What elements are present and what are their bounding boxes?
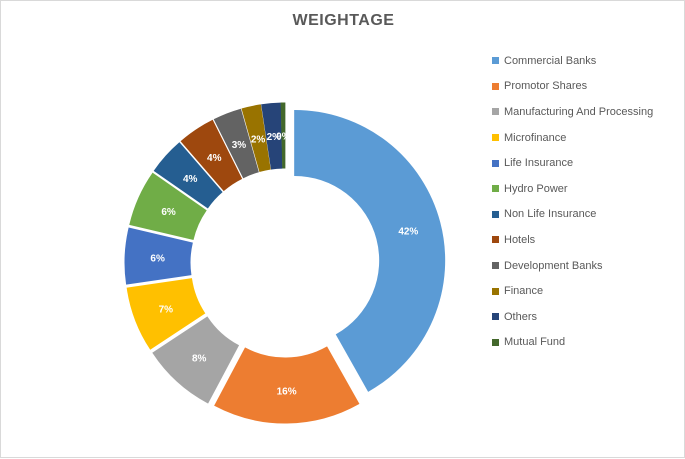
legend-label: Commercial Banks: [504, 54, 597, 67]
legend-label: Life Insurance: [504, 157, 574, 170]
slice-label-manufacturing-and-processing: 8%: [192, 353, 207, 364]
slice-finance: [241, 104, 271, 173]
legend-label: Mutual Fund: [504, 336, 566, 349]
legend-swatch: [492, 338, 499, 346]
legend-item-mutual-fund: Mutual Fund: [492, 330, 653, 356]
legend-item-manufacturing-and-processing: Manufacturing And Processing: [492, 99, 653, 125]
slice-life-insurance: [124, 227, 193, 285]
slice-label-others: 2%: [267, 132, 282, 143]
slice-label-life-insurance: 6%: [150, 253, 165, 264]
legend-swatch: [492, 82, 499, 90]
legend-item-hydro-power: Hydro Power: [492, 176, 653, 202]
slice-hydro-power: [129, 172, 207, 241]
legend-item-promotor-shares: Promotor Shares: [492, 74, 653, 100]
legend-label: Promotor Shares: [504, 80, 588, 93]
legend-label: Non Life Insurance: [504, 208, 597, 221]
legend-swatch: [492, 236, 499, 244]
legend-swatch: [492, 134, 499, 142]
slice-label-commercial-banks: 42%: [398, 227, 418, 238]
legend-label: Finance: [504, 285, 544, 298]
slice-label-promotor-shares: 16%: [277, 386, 297, 397]
slice-manufacturing-and-processing: [152, 316, 240, 404]
slice-label-non-life-insurance: 4%: [183, 174, 198, 185]
slice-microfinance: [126, 278, 206, 350]
slice-label-hydro-power: 6%: [161, 207, 176, 218]
slice-mutual-fund: [280, 102, 286, 169]
legend-label: Development Banks: [504, 259, 603, 272]
legend-item-life-insurance: Life Insurance: [492, 150, 653, 176]
slice-label-mutual-fund: 0%: [276, 132, 291, 143]
legend-label: Microfinance: [504, 131, 567, 144]
slice-non-life-insurance: [153, 142, 223, 209]
legend-item-hotels: Hotels: [492, 227, 653, 253]
chart-title: WEIGHTAGE: [292, 12, 395, 29]
legend-item-commercial-banks: Commercial Banks: [492, 48, 653, 74]
legend-item-microfinance: Microfinance: [492, 125, 653, 151]
legend-label: Others: [504, 310, 538, 323]
slice-promotor-shares: [214, 346, 360, 424]
legend-label: Hydro Power: [504, 182, 568, 195]
legend-item-non-life-insurance: Non Life Insurance: [492, 202, 653, 228]
slice-others: [261, 102, 283, 170]
legend-item-finance: Finance: [492, 278, 653, 304]
slice-label-finance: 2%: [251, 134, 266, 145]
legend-swatch: [492, 287, 499, 295]
legend-label: Manufacturing And Processing: [504, 105, 654, 118]
legend-item-development-banks: Development Banks: [492, 253, 653, 279]
legend-swatch: [492, 159, 499, 167]
legend-swatch: [492, 185, 499, 193]
slice-hotels: [180, 119, 243, 192]
legend-swatch: [492, 108, 499, 116]
legend-item-others: Others: [492, 304, 653, 330]
legend-swatch: [492, 210, 499, 218]
legend-swatch: [492, 57, 499, 65]
slice-label-development-banks: 3%: [232, 140, 247, 151]
slice-development-banks: [213, 108, 259, 179]
legend-swatch: [492, 313, 499, 321]
legend-label: Hotels: [504, 233, 536, 246]
slice-commercial-banks: [294, 109, 446, 392]
slice-label-hotels: 4%: [207, 153, 222, 164]
legend-swatch: [492, 262, 499, 270]
slice-label-microfinance: 7%: [159, 304, 174, 315]
